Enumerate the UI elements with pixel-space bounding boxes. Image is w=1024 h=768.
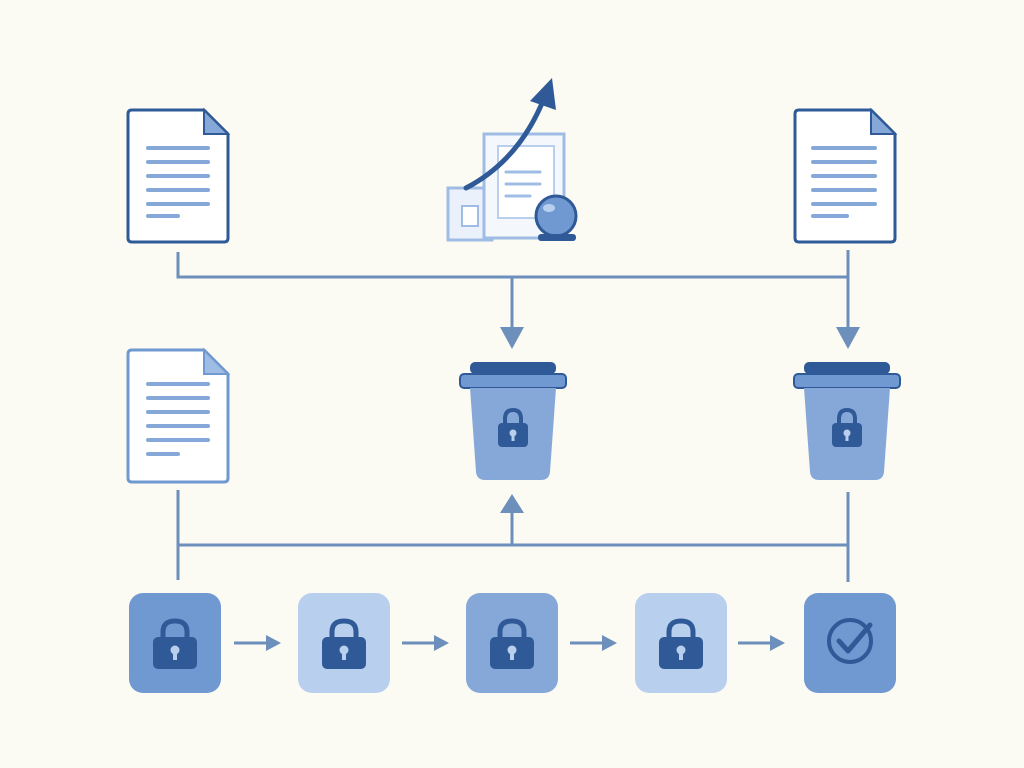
arrow-up-to-center-bin xyxy=(500,494,524,513)
padlock-icon xyxy=(832,407,862,447)
verified-step-tile xyxy=(804,593,896,693)
check-circle-icon xyxy=(827,618,873,664)
lock-step-tile xyxy=(635,593,727,693)
locked-bin-icon xyxy=(459,362,567,480)
document-icon xyxy=(126,107,231,244)
lock-step-tile xyxy=(466,593,558,693)
lock-step-tile xyxy=(298,593,390,693)
step-arrow-3 xyxy=(570,635,617,651)
step-arrow-2 xyxy=(402,635,449,651)
arrow-to-center-bin xyxy=(500,277,524,349)
document-icon xyxy=(793,107,898,244)
step-arrow-1 xyxy=(234,635,281,651)
padlock-icon xyxy=(322,618,366,669)
locked-bin-icon xyxy=(793,362,901,480)
arrow-to-right-bin xyxy=(836,277,860,349)
growth-chart-icon xyxy=(446,78,578,242)
padlock-icon xyxy=(498,407,528,447)
connector-top-bus xyxy=(176,250,850,279)
document-icon xyxy=(126,347,231,484)
padlock-icon xyxy=(659,618,703,669)
lock-step-tile xyxy=(129,593,221,693)
padlock-icon xyxy=(153,618,197,669)
connector-lower-bus xyxy=(176,490,850,582)
padlock-icon xyxy=(490,618,534,669)
step-arrow-4 xyxy=(738,635,785,651)
